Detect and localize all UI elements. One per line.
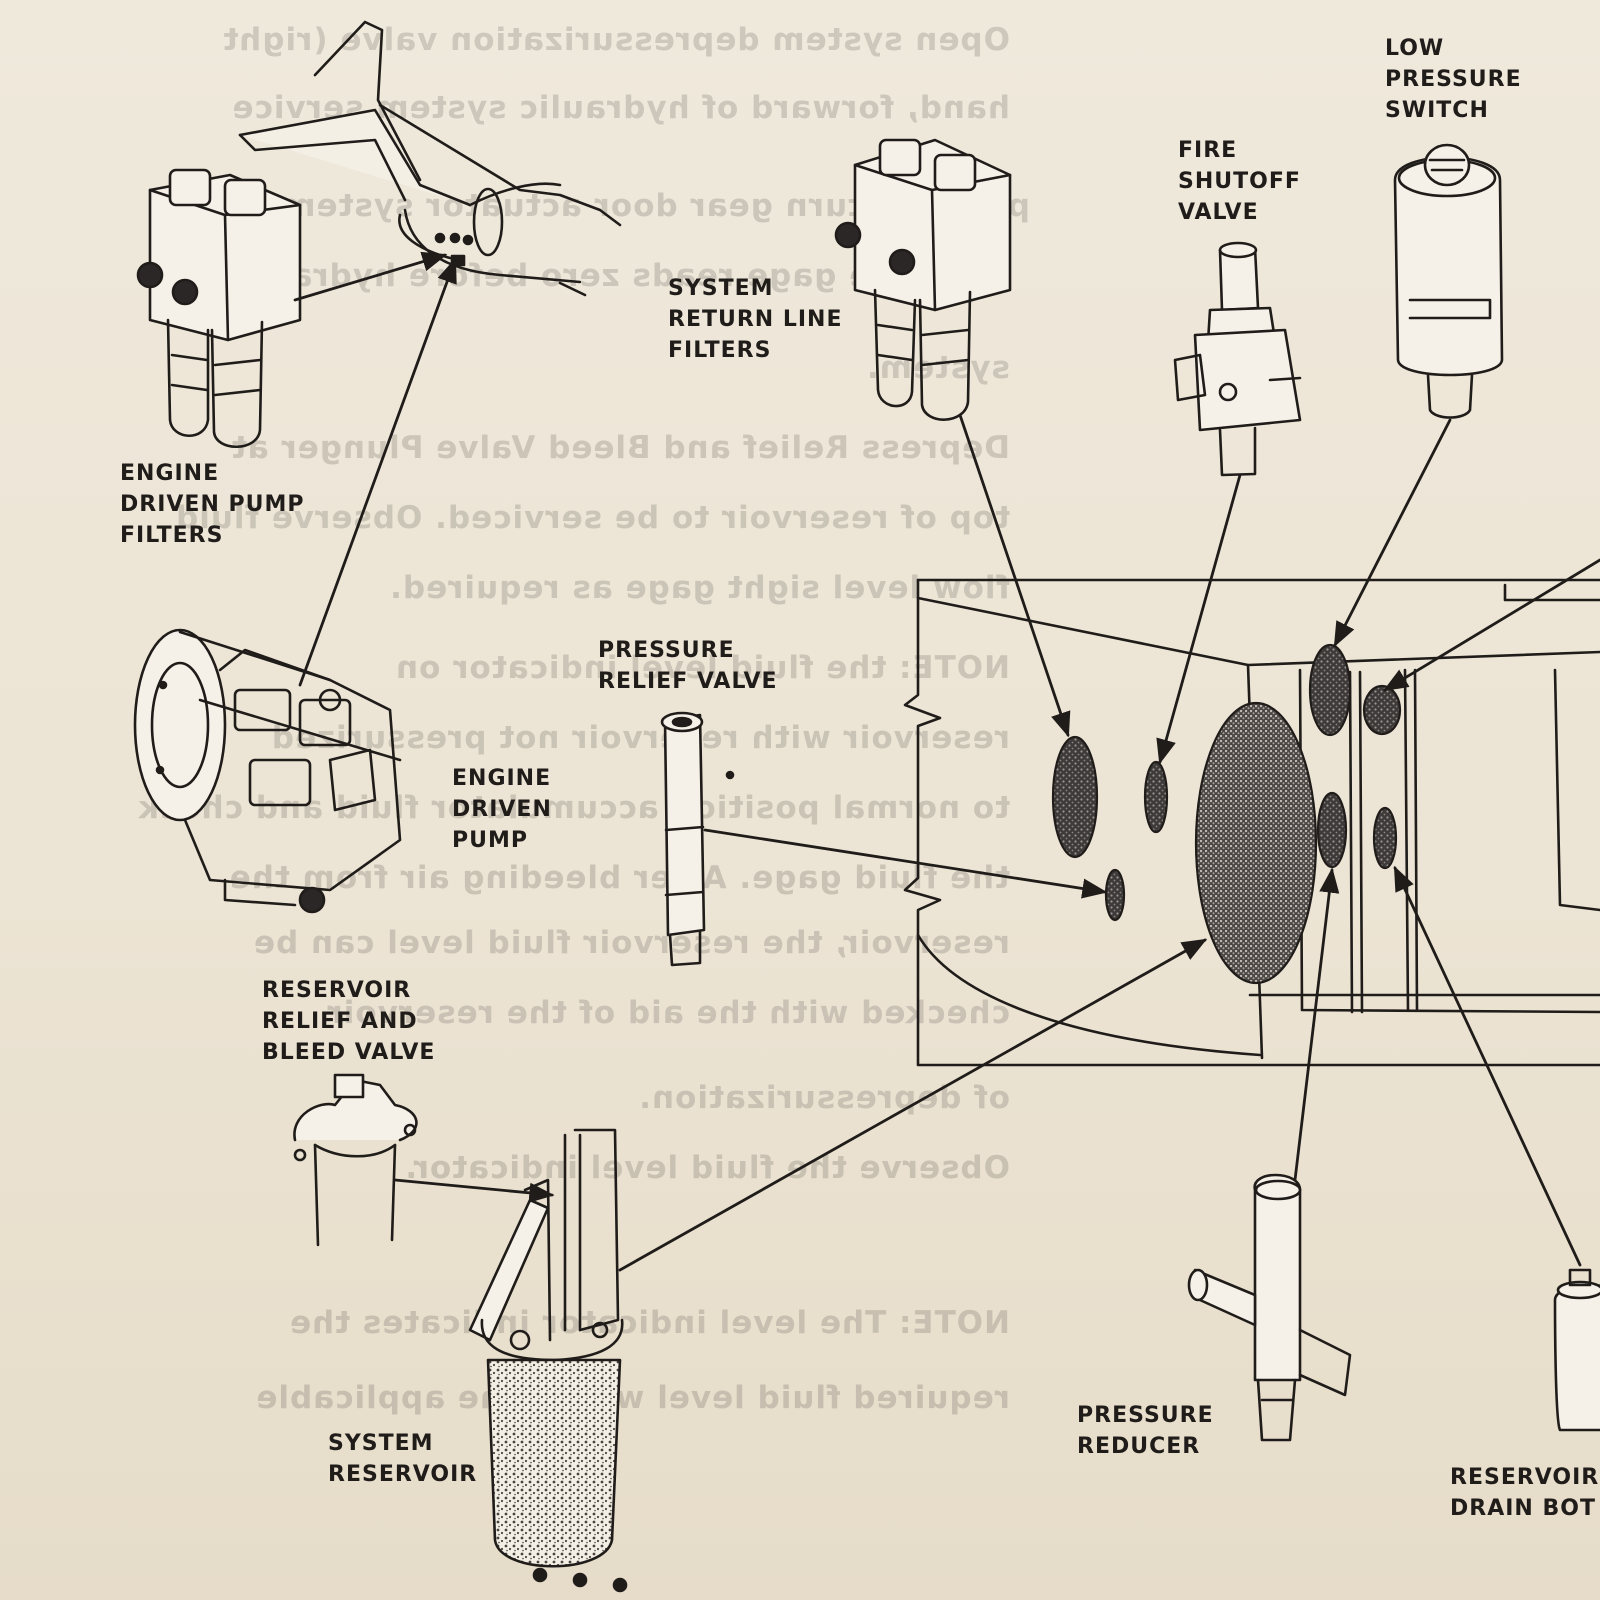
leader-pump (298, 257, 457, 687)
leader-pressure-reducer (1293, 867, 1340, 1182)
marker-bleed-valve (1362, 684, 1402, 736)
fire-shutoff-valve-icon (1173, 241, 1302, 477)
engine-driven-pump-filters-icon (136, 168, 302, 449)
leader-drain-bottle (1393, 865, 1582, 1267)
marker-low-pressure-switch (1308, 643, 1352, 737)
label-reservoir-drain-bottle: RESERVOIR DRAIN BOT (1450, 1465, 1600, 1521)
leader-reservoir (618, 938, 1208, 1272)
label-pressure-reducer: PRESSURE REDUCER (1077, 1403, 1214, 1459)
label-low-pressure-switch: LOW PRESSURE SWITCH (1385, 36, 1522, 123)
leader-low-pressure-switch (1333, 418, 1452, 648)
label-system-reservoir: SYSTEM RESERVOIR (328, 1431, 478, 1487)
marker-relief-valve (1104, 868, 1126, 922)
marker-return-filters (1051, 735, 1099, 859)
location-markers (1051, 643, 1402, 985)
leader-lines (293, 251, 1600, 1272)
label-system-return-line-filters: SYSTEM RETURN LINE FILTERS (668, 276, 843, 363)
label-fire-shutoff-valve: FIRE SHUTOFF VALVE (1178, 138, 1301, 225)
marker-pressure-reducer (1316, 791, 1348, 869)
reservoir-drain-bottle-icon (1553, 1268, 1600, 1432)
low-pressure-switch-icon (1393, 143, 1504, 419)
leader-fire-shutoff (1156, 473, 1242, 765)
pressure-relief-valve-icon (660, 711, 735, 967)
leader-pump-filters (293, 251, 448, 302)
reservoir-relief-bleed-valve-icon (293, 1073, 418, 1247)
system-reservoir-icon (468, 1128, 628, 1593)
leader-relief-valve (703, 828, 1108, 899)
label-reservoir-relief-bleed-valve: RESERVOIR RELIEF AND BLEED VALVE (262, 978, 436, 1065)
leader-reservoir-valve (393, 1178, 555, 1203)
label-engine-driven-pump: ENGINE DRIVEN PUMP (452, 766, 552, 853)
system-return-line-filters-icon (834, 138, 1012, 421)
label-engine-driven-pump-filters: ENGINE DRIVEN PUMP FILTERS (120, 461, 305, 548)
marker-drain-bottle (1372, 806, 1398, 870)
pressure-reducer-icon (1187, 1173, 1352, 1442)
leader-bleed-valve (1382, 558, 1600, 692)
marker-fire-shutoff (1143, 760, 1169, 834)
label-pressure-relief-valve: PRESSURE RELIEF VALVE (598, 638, 778, 694)
hydraulic-service-bay-structure (903, 578, 1600, 1067)
marker-reservoir (1194, 701, 1318, 985)
engine-driven-pump-icon (133, 628, 402, 914)
leader-return-filters (958, 413, 1071, 738)
